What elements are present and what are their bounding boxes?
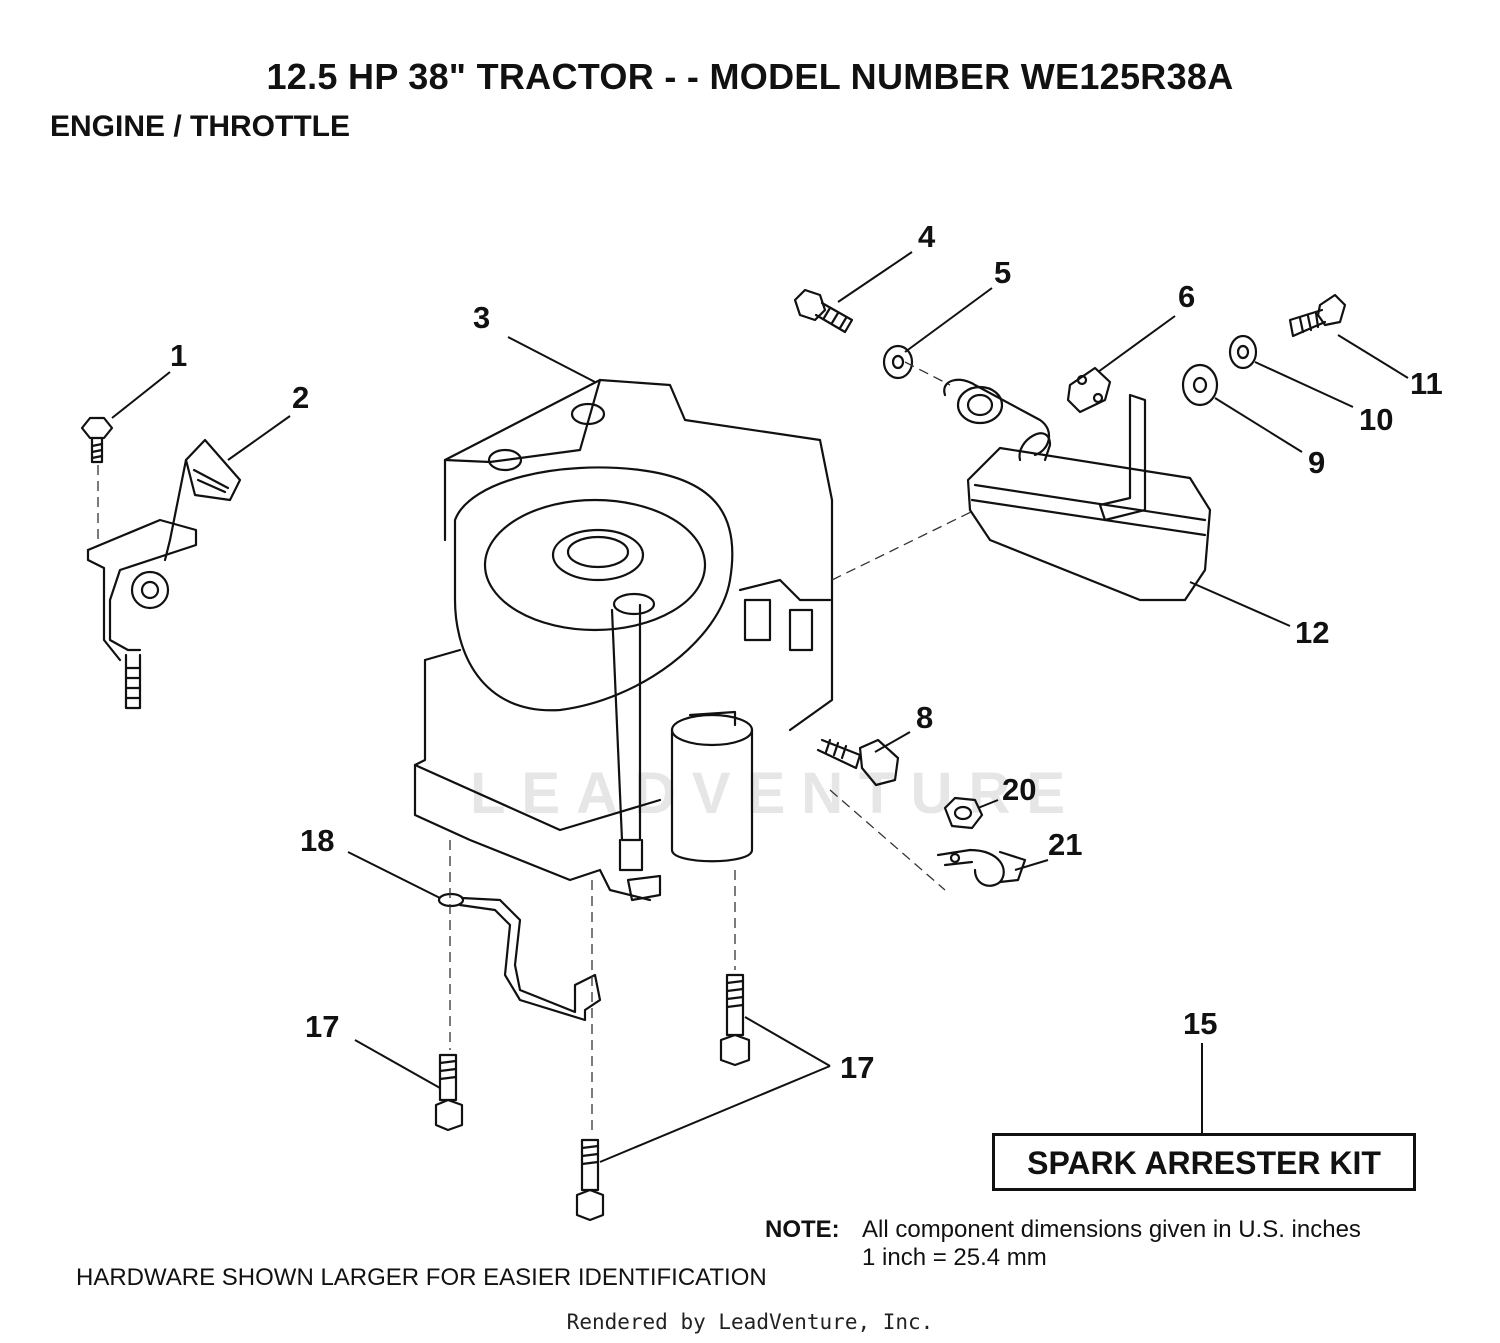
part-1-bolt <box>80 416 114 464</box>
footer-credit: Rendered by LeadVenture, Inc. <box>566 1310 934 1334</box>
part-2-throttle-bracket <box>86 438 242 710</box>
callout-5: 5 <box>994 255 1011 290</box>
note-text-line2: 1 inch = 25.4 mm <box>862 1244 1047 1271</box>
part-10-washer <box>1228 334 1258 370</box>
section-title: ENGINE / THROTTLE <box>50 110 350 143</box>
part-18-drain-tube <box>437 892 602 1022</box>
callout-12: 12 <box>1295 615 1329 650</box>
callout-18: 18 <box>300 823 334 858</box>
page-title: 12.5 HP 38" TRACTOR - - MODEL NUMBER WE1… <box>266 56 1234 97</box>
callout-8: 8 <box>916 700 933 735</box>
part-6-gasket <box>1066 366 1112 414</box>
callout-17-right: 17 <box>840 1050 874 1085</box>
callout-10: 10 <box>1359 402 1393 437</box>
callout-3: 3 <box>473 300 490 335</box>
part-20-nut <box>943 796 984 830</box>
callout-6: 6 <box>1178 279 1195 314</box>
callout-9: 9 <box>1308 445 1325 480</box>
hardware-note: HARDWARE SHOWN LARGER FOR EASIER IDENTIF… <box>76 1264 767 1291</box>
callout-15: 15 <box>1183 1006 1217 1041</box>
part-21-clamp <box>936 848 1027 887</box>
callout-1: 1 <box>170 338 187 373</box>
part-17-bolt-b <box>575 1138 605 1222</box>
part-3-engine <box>413 378 834 902</box>
part-17-bolt-c <box>719 973 751 1067</box>
callout-2: 2 <box>292 380 309 415</box>
watermark-text: LEADVENTURE <box>470 761 1082 826</box>
spark-arrester-kit-label: SPARK ARRESTER KIT <box>992 1133 1416 1191</box>
callout-11: 11 <box>1410 366 1443 401</box>
part-8-bolt <box>816 738 900 787</box>
part-4-bolt <box>793 288 854 334</box>
part-11-bolt <box>1288 293 1347 338</box>
note-text-line1: All component dimensions given in U.S. i… <box>862 1216 1361 1243</box>
callout-17-left: 17 <box>305 1009 339 1044</box>
callout-20: 20 <box>1002 772 1036 807</box>
callout-21: 21 <box>1048 827 1082 862</box>
part-17-bolt-a <box>434 1053 464 1132</box>
part-9-washer <box>1181 363 1219 407</box>
callout-4: 4 <box>918 219 936 254</box>
note-label: NOTE: <box>765 1216 840 1243</box>
part-12-muffler <box>943 378 1212 602</box>
part-5-washer <box>882 344 914 380</box>
